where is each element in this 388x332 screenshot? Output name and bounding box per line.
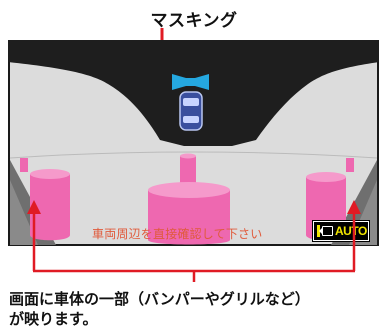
warning-text: 車両周辺を直接確認して下さい	[92, 227, 263, 241]
auto-mode-badge[interactable]: AUTO	[312, 220, 370, 242]
camera-view	[8, 40, 379, 246]
car-icon	[179, 91, 203, 131]
masking-label: マスキング	[150, 11, 238, 31]
pillar-center	[148, 182, 230, 245]
caption-line-2: が映ります。	[9, 310, 98, 328]
pillar-center-top	[180, 153, 196, 186]
caption: 画面に車体の一部（バンパーやグリルなど） が映ります。	[9, 289, 387, 329]
camera-icon	[319, 226, 333, 236]
caption-line-1: 画面に車体の一部（バンパーやグリルなど）	[9, 290, 310, 308]
sensor-icon	[172, 74, 209, 90]
auto-label: AUTO	[335, 224, 367, 238]
pillar-left	[20, 158, 70, 241]
badge-divider	[317, 225, 320, 237]
